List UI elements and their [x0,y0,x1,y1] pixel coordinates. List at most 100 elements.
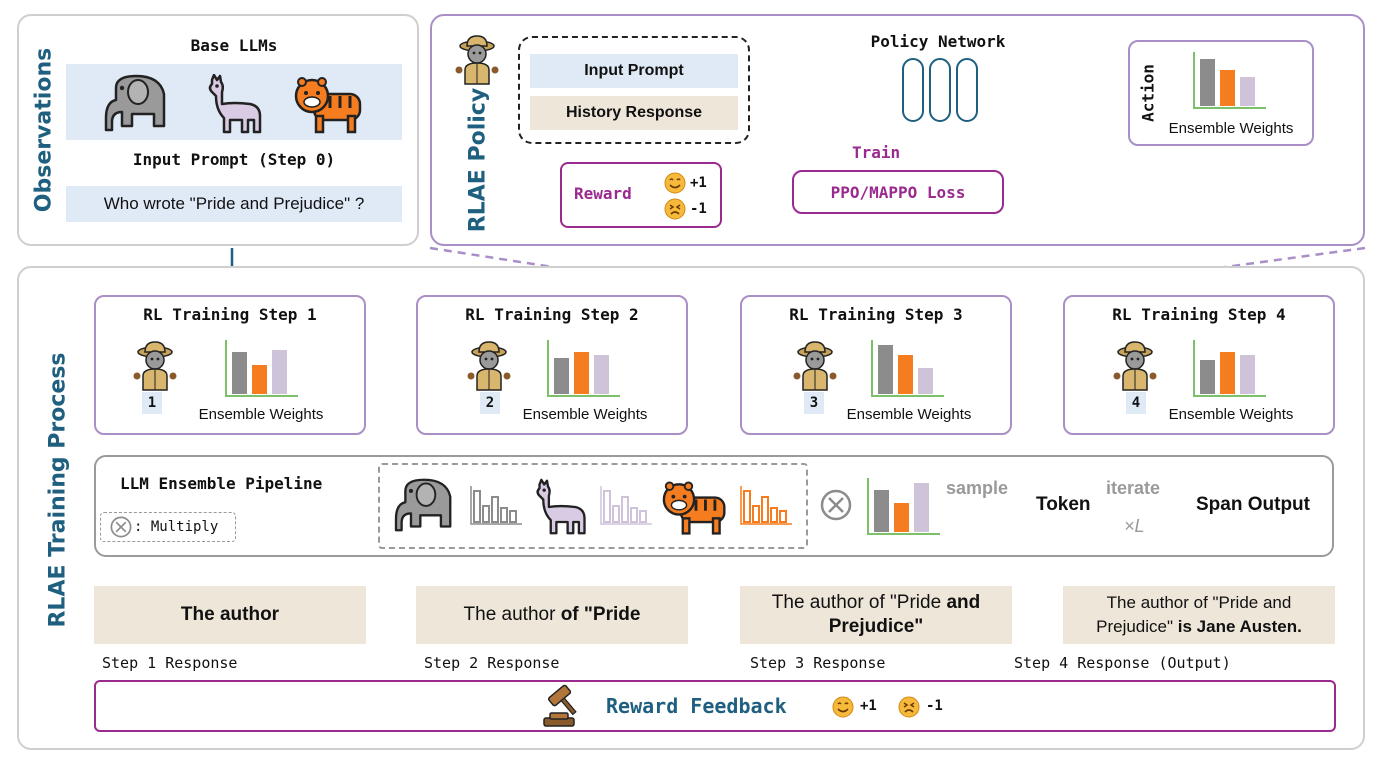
feedback-minus-one: -1 [926,698,943,714]
step-3-response-bold: and Prejudice" [828,592,981,637]
weight-bar [252,365,267,394]
step-1-weights-chart [224,338,298,398]
step-3-number-badge: 3 [804,392,824,414]
step-2-response-plain: The author [463,604,561,625]
weight-bar [1200,59,1215,106]
explorer-agent-icon [454,34,500,90]
step-3-response-box: The author of "Pride and Prejudice" [740,586,1012,644]
step-4-response-plain: The author of "Pride and Prejudice" [1096,593,1292,636]
question-box [66,186,402,222]
step-3-response-label: Step 3 Response [750,654,886,672]
action-weights-chart [1192,50,1266,110]
multiply-legend-text: : Multiply [134,519,219,535]
weight-bar [1200,360,1215,394]
elephant-icon [102,72,172,138]
reward-box [560,162,722,228]
weight-bar [918,368,933,394]
weight-bar [874,490,889,532]
step-4-response-bold: is Jane Austen. [1177,617,1302,636]
question-text: Who wrote "Pride and Prejudice" ? [103,194,365,213]
pipeline-title: LLM Ensemble Pipeline [120,474,323,493]
distribution-bar [639,510,647,523]
step-3-response-plain: The author of "Pride [771,592,947,613]
step-4-response-label: Step 4 Response (Output) [1014,654,1231,672]
policy-network-title: Policy Network [870,32,1006,51]
weight-bar [1220,352,1235,394]
ensemble-weights-svg [547,340,620,397]
step-1-response-box: The author [94,586,366,644]
loss-box: PPO/MAPPO Loss [792,170,1004,214]
explorer-agent-icon [466,340,512,396]
weight-bar [554,358,569,394]
rl-training-step-1 [94,295,366,435]
step-2-weights-chart [546,338,620,398]
distribution-bar [612,505,620,523]
reward-minus-one: -1 [690,201,707,217]
distribution-bar [500,507,508,523]
step-2-title: RL Training Step 2 [465,305,639,324]
weight-bar [914,483,929,532]
distribution-bar [770,507,778,523]
base-llms-title: Base LLMs [190,36,278,55]
loss-label: PPO/MAPPO Loss [830,182,966,202]
step-1-weights-label: Ensemble Weights [198,406,324,423]
prompt-history-group [518,36,750,144]
distribution-bars-icon [470,486,522,525]
step-2-response-label: Step 2 Response [424,654,560,672]
distribution-bar [743,490,751,523]
distribution-bar [473,490,481,523]
weight-bar [232,352,247,394]
model-distributions-group [378,463,808,549]
step-1-number-badge: 1 [142,392,162,414]
weights-axis [547,340,620,397]
policy-input-prompt-box: Input Prompt [530,54,738,88]
ensemble-weights-svg [871,340,944,397]
ensemble-weights-svg [867,478,940,535]
weights-axis [225,340,298,397]
rl-training-step-2 [416,295,688,435]
distribution-bar [509,510,517,523]
tiger-icon [294,74,366,138]
rlae-policy-side-label: RLAE Policy [465,87,491,233]
ensemble-weights-svg [225,340,298,397]
weight-bar [594,355,609,394]
distribution-bar [752,505,760,523]
weight-bar [898,355,913,394]
policy-network-layer-1 [902,58,924,122]
distribution-bars-icon [740,486,792,525]
reward-plus-one: +1 [690,175,707,191]
distribution-bar [761,496,769,523]
ensemble-weights-svg [1193,340,1266,397]
step-2-number-badge: 2 [480,392,500,414]
token-label: Token [1036,494,1091,515]
weights-axis [871,340,944,397]
pipeline-weights-chart [866,476,940,536]
step-1-response-bold: The author [180,604,280,625]
step-2-response-box: The author of "Pride [416,586,688,644]
multiply-legend [100,512,236,542]
reward-feedback-label: Reward Feedback [606,694,787,718]
weight-bar [1240,355,1255,394]
circled-times-icon [110,516,132,538]
span-output-label: Span Output [1196,494,1310,515]
weight-bar [272,350,287,394]
weight-bar [878,345,893,394]
distribution-bar [630,507,638,523]
observations-side-label: Observations [31,47,57,213]
llama-token-distribution [600,484,652,530]
input-prompt-step0-title: Input Prompt (Step 0) [132,150,336,169]
tiger-icon [662,478,730,540]
sample-label: sample [946,478,1009,498]
history-response-box: History Response [530,96,738,130]
weight-bar [894,503,909,532]
elephant-token-distribution [470,484,522,530]
history-response-label: History Response [565,104,703,121]
step-3-weights-label: Ensemble Weights [846,406,972,423]
reward-label: Reward [574,184,632,203]
rlae-policy-panel [430,14,1365,246]
policy-network-layer-2 [929,58,951,122]
step-2-weights-label: Ensemble Weights [522,406,648,423]
training-process-side-label: RLAE Training Process [45,352,71,628]
explorer-agent-icon [132,340,178,396]
step-4-response-box: The author of "Pride and Prejudice" is J… [1063,586,1335,644]
